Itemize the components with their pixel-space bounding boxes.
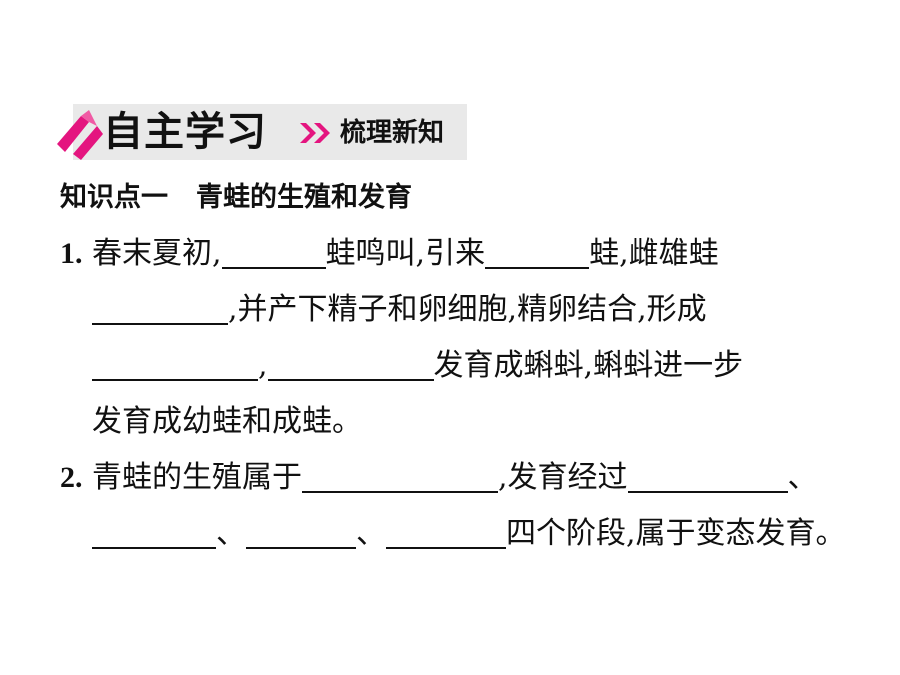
question-1: 1. 春末夏初, 蛙鸣叫,引来 蛙,雌雄蛙 ,并产下精子和卵细胞,精卵结合,形成 , 发… <box>60 226 860 450</box>
answer-blank[interactable] <box>627 457 788 493</box>
question-2: 2.青蛙的生殖属于,发育经过、 、、四个阶段,属于变态发育。 <box>60 450 860 562</box>
question-text: 青蛙的生殖属于 <box>92 460 302 495</box>
banner-title: 自主学习 <box>103 109 267 155</box>
answer-blank[interactable] <box>386 513 506 549</box>
answer-blank[interactable] <box>221 233 326 269</box>
question-1-line: 发育成幼蛙和成蛙。 <box>60 394 860 450</box>
answer-blank[interactable] <box>92 345 258 381</box>
question-text: 春末夏初, <box>92 236 222 271</box>
question-text: 四个阶段,属于变态发育。 <box>506 516 846 551</box>
answer-blank[interactable] <box>485 233 590 269</box>
question-text: 发育成蝌蚪,蝌蚪进一步 <box>433 348 744 383</box>
question-number: 2. <box>60 461 83 494</box>
question-1-line: , 发育成蝌蚪,蝌蚪进一步 <box>60 338 860 394</box>
question-text: , <box>258 348 268 383</box>
question-2-line: 2. 青蛙的生殖属于 ,发育经过 、 <box>60 450 860 506</box>
double-chevron-icon <box>300 123 330 143</box>
answer-blank[interactable] <box>92 513 216 549</box>
banner-subtitle: 梳理新知 <box>340 118 445 148</box>
question-text: 发育成幼蛙和成蛙。 <box>92 404 362 439</box>
question-text: 蛙,雌雄蛙 <box>589 236 719 271</box>
question-1-line: 1. 春末夏初, 蛙鸣叫,引来 蛙,雌雄蛙 <box>60 226 860 282</box>
question-text: 蛙鸣叫,引来 <box>325 236 486 271</box>
question-text: ,并产下精子和卵细胞,精卵结合,形成 <box>228 292 707 327</box>
section-heading: 知识点一青蛙的生殖和发育 <box>60 178 412 218</box>
answer-blank[interactable] <box>246 513 356 549</box>
question-text: 、 <box>787 460 818 495</box>
question-2-line: 、 、 四个阶段,属于变态发育。 <box>60 506 860 562</box>
banner-logo-icon <box>57 110 103 160</box>
knowledge-point-label: 知识点一 <box>60 182 168 213</box>
question-1-line: ,并产下精子和卵细胞,精卵结合,形成 <box>60 282 860 338</box>
answer-blank[interactable] <box>302 457 498 493</box>
knowledge-point-topic: 青蛙的生殖和发育 <box>196 182 412 213</box>
question-text: 、 <box>216 516 246 551</box>
banner-background <box>73 104 467 160</box>
question-text: ,发育经过 <box>498 460 628 495</box>
section-banner: 自主学习 梳理新知 <box>55 104 467 160</box>
question-number: 1. <box>60 237 83 270</box>
answer-blank[interactable] <box>92 289 228 325</box>
question-text: 、 <box>356 516 386 551</box>
answer-blank[interactable] <box>267 345 434 381</box>
